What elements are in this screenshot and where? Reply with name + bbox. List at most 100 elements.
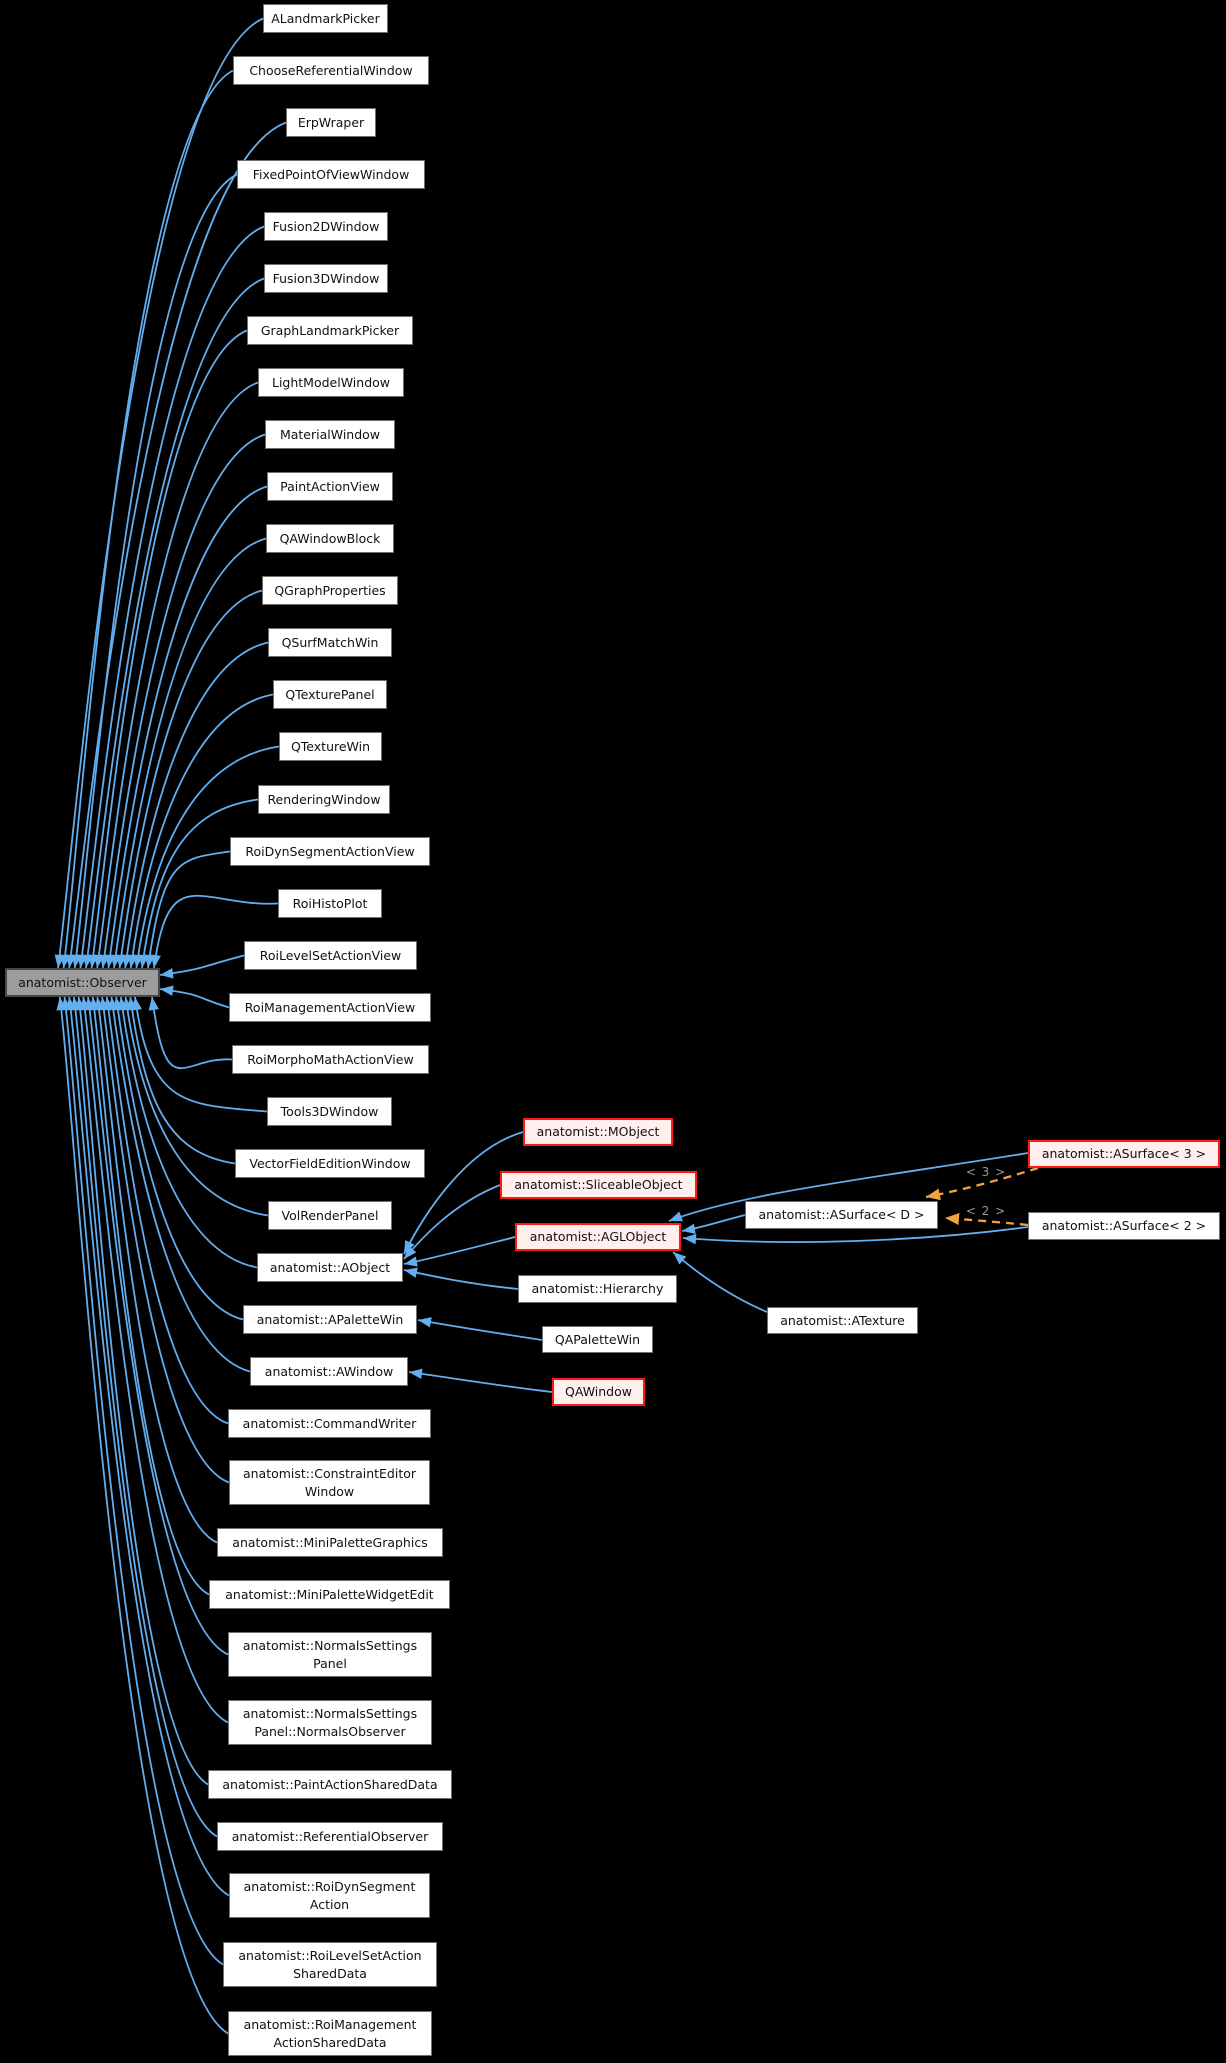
node-roimanagementactionview[interactable]: RoiManagementActionView [229,993,431,1022]
node-qawindowblock[interactable]: QAWindowBlock [266,524,394,553]
edge-asurface2-aglobject [682,1226,1029,1243]
node-aglobject[interactable]: anatomist::AGLObject [515,1223,681,1251]
edge-qawindow-awindow [408,1371,553,1393]
node-erpwraper[interactable]: ErpWraper [286,108,376,137]
arrowhead-roimanagementactionview-observer [160,985,174,996]
arrowhead-atexture-aglobject [673,1252,687,1265]
edge-qapalettewin-apalettewin [417,1319,543,1341]
node-aobject[interactable]: anatomist::AObject [257,1253,403,1282]
node-roimorphomathactionview[interactable]: RoiMorphoMathActionView [232,1045,429,1074]
node-referentialobserver[interactable]: anatomist::ReferentialObserver [217,1822,443,1851]
node-mobject[interactable]: anatomist::MObject [523,1118,673,1146]
node-qsurfmatchwin[interactable]: QSurfMatchWin [268,628,392,657]
edge-atexture-aglobject [672,1251,768,1313]
edge-hierarchy-aobject [403,1269,519,1290]
edge-paintactionview-observer [107,485,268,969]
node-normalssettingspanel[interactable]: anatomist::NormalsSettings Panel [228,1632,432,1677]
node-qapalettewin[interactable]: QAPaletteWin [542,1326,653,1353]
edge-qtexturepanel-observer [129,693,274,969]
node-alandmark[interactable]: ALandmarkPicker [263,4,388,33]
edge-mobject-aobject [403,1131,524,1255]
node-observer: anatomist::Observer [5,968,160,997]
edge-referentialobserver-observer [73,996,218,1838]
node-atexture[interactable]: anatomist::ATexture [767,1307,918,1334]
node-paintactionview[interactable]: PaintActionView [267,472,393,501]
arrowhead-asurface3-aglobject [669,1211,683,1222]
node-qawindow[interactable]: QAWindow [552,1378,645,1406]
edge-constrainteditorwindow-observer [101,996,230,1484]
node-paintactionshareddata[interactable]: anatomist::PaintActionSharedData [208,1770,452,1799]
node-roidynsegmentaction[interactable]: anatomist::RoiDynSegment Action [229,1873,430,1918]
arrowhead-roimorphomathactionview-observer [148,997,159,1011]
node-qtexturewin[interactable]: QTextureWin [279,732,382,761]
node-awindow[interactable]: anatomist::AWindow [250,1357,408,1386]
node-roilevelsetactionshareddata[interactable]: anatomist::RoiLevelSetAction SharedData [223,1942,437,1987]
node-fusion3d[interactable]: Fusion3DWindow [264,264,388,293]
edge-apalettewin-observer [115,996,244,1321]
node-vectorfieldedition[interactable]: VectorFieldEditionWindow [235,1149,425,1178]
edge-commandwriter-observer [105,996,229,1425]
node-graphlandmark[interactable]: GraphLandmarkPicker [247,316,413,345]
node-roimanagementactionshareddata[interactable]: anatomist::RoiManagement ActionSharedDat… [228,2011,432,2056]
edge-normalsobserver-observer [82,996,229,1724]
template-arg-label-asurface2: < 2 > [965,1204,1007,1218]
node-asurface3[interactable]: anatomist::ASurface< 3 > [1028,1140,1220,1168]
node-minipalettegraphics[interactable]: anatomist::MiniPaletteGraphics [217,1528,443,1557]
node-sliceableobject[interactable]: anatomist::SliceableObject [500,1171,697,1199]
arrowhead-roimanagementactionshareddata-observer [56,997,67,1011]
edge-tools3dwindow-observer [134,996,268,1113]
node-apalettewin[interactable]: anatomist::APaletteWin [243,1305,417,1334]
node-roidynsegmentactionview[interactable]: RoiDynSegmentActionView [230,837,430,866]
edge-roidynsegmentactionview-observer [147,850,231,969]
edge-qsurfmatchwin-observer [124,641,269,969]
node-choosereferential[interactable]: ChooseReferentialWindow [233,56,429,85]
edge-lightmodel-observer [96,381,259,969]
node-roilevelsetactionview[interactable]: RoiLevelSetActionView [244,941,417,970]
edge-qtexturewin-observer [135,745,280,969]
node-roihistoplot[interactable]: RoiHistoPlot [278,889,382,918]
node-asurface2[interactable]: anatomist::ASurface< 2 > [1028,1212,1220,1240]
node-material[interactable]: MaterialWindow [265,420,395,449]
edge-normalssettingspanel-observer [87,996,229,1656]
node-renderingwindow[interactable]: RenderingWindow [258,785,390,814]
node-asurfaced[interactable]: anatomist::ASurface< D > [745,1201,938,1229]
arrowhead-roihistoplot-observer [150,954,161,968]
arrowhead-asurface2-aglobject [683,1233,697,1245]
arrowhead-aglobject-aobject [404,1256,418,1267]
arrowhead-asurface2-asurfaced [945,1213,960,1226]
edge-minipalettewidgetedit-observer [91,996,210,1596]
edge-roidynsegmentaction-observer [68,996,230,1897]
node-qgraphproperties[interactable]: QGraphProperties [262,576,398,605]
edge-material-observer [101,433,266,969]
edge-fusion2d-observer [79,225,265,969]
node-constrainteditorwindow[interactable]: anatomist::ConstraintEditor Window [229,1460,430,1505]
node-qtexturepanel[interactable]: QTexturePanel [273,680,387,709]
node-volrenderpanel[interactable]: VolRenderPanel [268,1201,392,1230]
edge-sliceableobject-aobject [403,1184,501,1260]
node-hierarchy[interactable]: anatomist::Hierarchy [518,1275,677,1303]
edge-roihistoplot-observer [153,894,279,969]
node-lightmodel[interactable]: LightModelWindow [258,368,404,397]
edge-fixedpointofview-observer [73,173,238,969]
node-minipalettewidgetedit[interactable]: anatomist::MiniPaletteWidgetEdit [209,1580,450,1609]
template-arg-label-asurface3: < 3 > [965,1165,1007,1179]
edge-roimanagementactionshareddata-observer [58,996,229,2035]
node-tools3dwindow[interactable]: Tools3DWindow [267,1097,392,1126]
arrowhead-qapalettewin-apalettewin [418,1317,432,1328]
node-fixedpointofview[interactable]: FixedPointOfViewWindow [237,160,425,189]
edge-qawindowblock-observer [113,537,267,969]
edge-fusion3d-observer [85,277,265,969]
edge-awindow-observer [110,996,251,1373]
edge-roilevelsetactionshareddata-observer [63,996,224,1966]
edge-roimorphomathactionview-observer [151,996,233,1070]
node-normalsobserver[interactable]: anatomist::NormalsSettings Panel::Normal… [228,1700,432,1745]
node-fusion2d[interactable]: Fusion2DWindow [264,212,388,241]
node-commandwriter[interactable]: anatomist::CommandWriter [228,1409,431,1438]
arrowhead-qawindow-awindow [409,1368,423,1379]
arrowhead-roilevelsetactionview-observer [160,968,174,979]
edge-paintactionshareddata-observer [77,996,209,1786]
edge-asurface3-aglobject [668,1152,1029,1222]
arrowhead-sliceableobject-aobject [404,1245,417,1259]
